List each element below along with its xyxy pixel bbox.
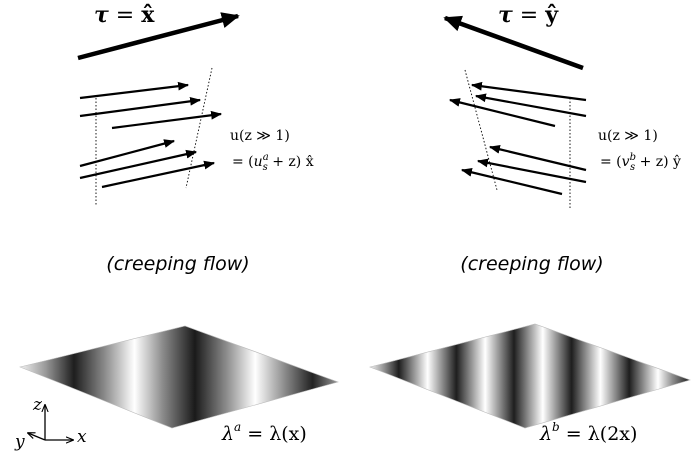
stress-arrow-left <box>77 12 240 61</box>
caption-right: (creeping flow) <box>460 253 603 275</box>
surface-right <box>369 323 691 429</box>
velocity-arrow <box>79 96 202 118</box>
axis-label-y: y <box>14 432 25 452</box>
velocity-arrow <box>448 98 556 128</box>
velocity-arrows-left <box>79 81 223 189</box>
velocity-arrows-right <box>448 81 587 196</box>
axis-y <box>28 433 46 441</box>
stress-label-right: τ = ŷ <box>498 2 559 28</box>
axis-label-x: x <box>77 427 87 447</box>
velocity-arrow <box>470 81 587 102</box>
caption-left: (creeping flow) <box>106 253 249 275</box>
velocity-arrow <box>79 139 176 168</box>
velocity-arrow <box>79 81 190 100</box>
surface-left <box>19 325 339 429</box>
velocity-arrow <box>476 158 587 184</box>
axis-label-z: z <box>32 395 43 415</box>
velocity-label-line1-right: u(z ≫ 1) <box>598 128 658 144</box>
stress-arrow-right <box>443 15 584 71</box>
velocity-arrow <box>79 149 198 180</box>
velocity-arrow <box>474 93 587 118</box>
velocity-arrow <box>460 168 563 196</box>
stress-label-left: τ = x̂ <box>94 2 155 28</box>
velocity-label-line1-left: u(z ≫ 1) <box>230 128 290 144</box>
velocity-arrow <box>101 160 216 189</box>
left-dotted-slanted <box>185 67 213 189</box>
velocity-arrow <box>111 110 223 130</box>
axes-triad <box>28 405 73 440</box>
wavelength-label-right: λb = λ(2x) <box>539 420 637 445</box>
wavelength-label-left: λa = λ(x) <box>221 420 307 445</box>
velocity-arrow <box>488 145 587 172</box>
